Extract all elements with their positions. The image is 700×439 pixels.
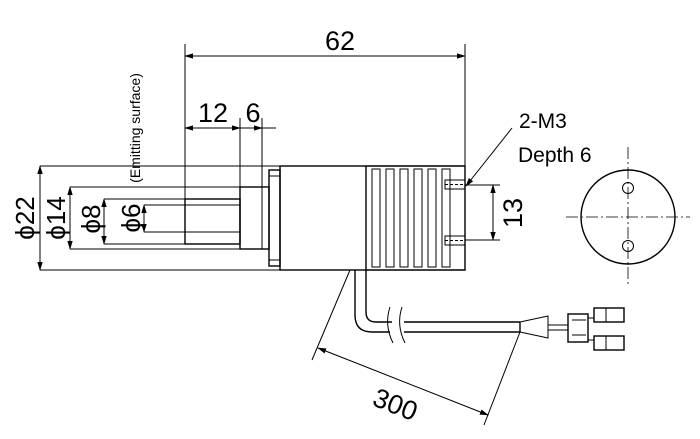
extension-lines <box>40 44 521 426</box>
collar <box>268 169 281 267</box>
end-view <box>566 147 690 287</box>
front-barrel <box>184 198 241 245</box>
tapped-holes <box>444 179 466 246</box>
dimension-lines <box>37 53 513 416</box>
thread-spec-label: 2-M3 <box>519 110 567 133</box>
dim-aperture-diameter: ϕ6 <box>116 203 146 232</box>
dim-cable-length: 300 <box>369 382 422 426</box>
thread-depth-label: Depth 6 <box>518 144 592 167</box>
heat-sink-fins <box>366 165 466 271</box>
main-housing <box>279 165 367 271</box>
dim-hole-spacing: 13 <box>498 198 528 228</box>
dim-front-step: 6 <box>245 98 260 128</box>
dim-overall-length: 62 <box>325 26 355 56</box>
dim-front-length: 12 <box>198 98 228 128</box>
cable <box>354 270 568 344</box>
body-section <box>239 186 270 250</box>
connector <box>567 307 625 351</box>
dim-outer-diameter: ϕ22 <box>10 196 40 239</box>
dim-body-diameter: ϕ14 <box>41 196 71 239</box>
dim-barrel-diameter: ϕ8 <box>76 204 106 233</box>
emitting-surface-label: (Emitting surface) <box>127 73 143 183</box>
device-body <box>184 165 466 271</box>
